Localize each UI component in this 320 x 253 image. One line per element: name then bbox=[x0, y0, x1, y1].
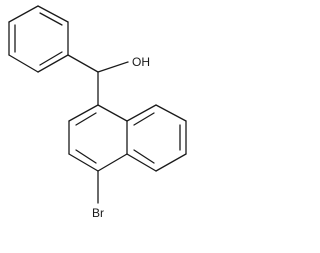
naphthalene-double-bond bbox=[133, 112, 155, 126]
chemical-structure-diagram: OH Br bbox=[8, 5, 187, 220]
carbinol-oh-bond bbox=[97, 61, 129, 73]
naphthalene-left-ring bbox=[68, 104, 128, 172]
phenyl-bond bbox=[37, 54, 69, 73]
phenyl-bond bbox=[8, 54, 39, 73]
naphthalene-bond bbox=[126, 104, 157, 122]
naphthalene-bond bbox=[126, 153, 157, 172]
naphthalene-double-bond bbox=[75, 112, 97, 126]
naphthalene-double-bond bbox=[75, 149, 97, 164]
naphthalene-bond bbox=[68, 104, 99, 122]
phenyl-carbinol-bond bbox=[67, 54, 99, 73]
naphthalene-bond bbox=[97, 104, 128, 122]
naphthalene-double-bond bbox=[133, 149, 155, 164]
phenyl-double-bond bbox=[39, 12, 63, 26]
naphthalene-bond bbox=[68, 153, 99, 172]
phenyl-ring bbox=[8, 5, 69, 73]
naphthalene-right-ring bbox=[126, 104, 187, 172]
bromine-label: Br bbox=[92, 206, 104, 220]
phenyl-double-bond bbox=[39, 51, 63, 66]
phenyl-bond bbox=[37, 5, 69, 23]
naphthalene-bond bbox=[97, 153, 128, 172]
naphthalene-bond bbox=[155, 104, 187, 122]
hydroxyl-label: OH bbox=[132, 55, 150, 69]
naphthalene-bond bbox=[155, 153, 187, 172]
phenyl-bond bbox=[8, 5, 39, 23]
